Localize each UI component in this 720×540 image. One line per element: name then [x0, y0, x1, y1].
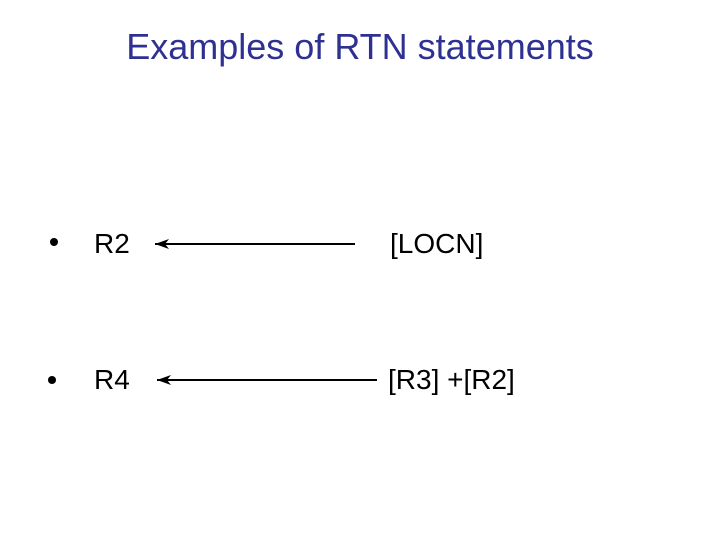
- statement-lhs-register: R4: [94, 364, 130, 395]
- statement-rhs-expression: [LOCN]: [390, 228, 484, 259]
- slide-title: Examples of RTN statements: [126, 26, 594, 67]
- statement-rhs-expression: [R3] +[R2]: [388, 364, 515, 395]
- bullet-marker: [48, 376, 56, 384]
- left-arrow-icon: [155, 239, 355, 249]
- statement-lhs-register: R2: [94, 228, 130, 259]
- bullet-marker: [50, 238, 58, 246]
- left-arrow-icon: [157, 375, 377, 385]
